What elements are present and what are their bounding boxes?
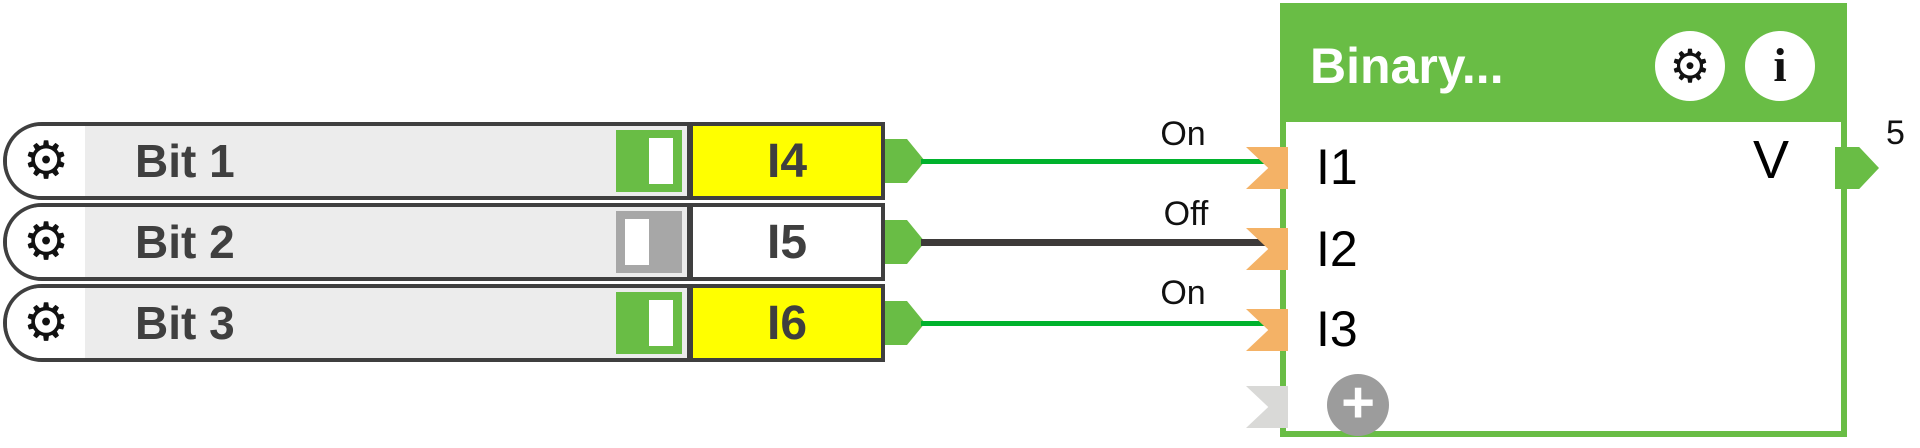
bit2-port-label: I5 — [766, 215, 808, 269]
bit1-port-cell: I4 — [687, 126, 881, 196]
toggle-handle — [625, 219, 649, 265]
bit2-label: Bit 2 — [135, 216, 235, 268]
block-input-i3: I3 — [1316, 301, 1358, 357]
add-input-button[interactable]: + — [1327, 374, 1389, 436]
output-value: 5 — [1886, 114, 1905, 152]
wire-bit3-to-i3[interactable] — [921, 321, 1267, 326]
bit1-settings-button[interactable]: ⚙ — [7, 126, 85, 196]
wire-state-label: On — [1160, 115, 1206, 153]
gear-icon: ⚙ — [22, 294, 70, 352]
block-output-pin[interactable] — [1835, 147, 1879, 189]
bit3-toggle[interactable] — [616, 292, 682, 354]
bit3-port-cell: I6 — [687, 288, 881, 358]
bit3-output-pin[interactable] — [885, 301, 925, 345]
plus-icon: + — [1341, 370, 1375, 435]
bit3-settings-button[interactable]: ⚙ — [7, 288, 85, 358]
function-block-header: Binary... ⚙ i — [1286, 9, 1841, 122]
gear-icon: ⚙ — [22, 132, 70, 190]
toggle-handle — [649, 138, 673, 184]
input-block-bit2[interactable]: ⚙ Bit 2 I5 — [3, 203, 885, 281]
bit1-label: Bit 1 — [135, 135, 235, 187]
wire-state-label: On — [1160, 274, 1206, 312]
binary-function-block[interactable]: Binary... ⚙ i I1 I2 I3 V + — [1246, 3, 1879, 437]
wire-bit2-to-i2[interactable] — [921, 239, 1267, 246]
block-input-i2: I2 — [1316, 221, 1358, 277]
block-input-pin-i2[interactable] — [1246, 228, 1288, 270]
block-spare-input-pin[interactable] — [1246, 386, 1288, 428]
block-output-label: V — [1752, 130, 1789, 190]
block-info-button[interactable]: i — [1745, 30, 1815, 101]
gear-icon: ⚙ — [1669, 39, 1711, 92]
bit3-label: Bit 3 — [135, 297, 235, 349]
info-icon: i — [1773, 38, 1787, 92]
gear-icon: ⚙ — [22, 213, 70, 271]
function-block-title: Binary... — [1310, 37, 1504, 94]
block-input-pin-i1[interactable] — [1246, 147, 1288, 189]
wire-bit1-to-i1[interactable] — [921, 159, 1267, 164]
block-settings-button[interactable]: ⚙ — [1655, 30, 1725, 101]
bit1-output-pin[interactable] — [885, 139, 925, 183]
input-block-bit3[interactable]: ⚙ Bit 3 I6 — [3, 284, 885, 362]
bit1-port-label: I4 — [766, 134, 808, 188]
bit2-output-pin[interactable] — [885, 220, 925, 264]
bit2-port-cell: I5 — [687, 207, 881, 277]
bit1-toggle[interactable] — [616, 130, 682, 192]
toggle-handle — [649, 300, 673, 346]
bit3-port-label: I6 — [766, 296, 808, 350]
wire-state-label: Off — [1163, 195, 1209, 233]
block-input-pin-i3[interactable] — [1246, 309, 1288, 351]
bit2-settings-button[interactable]: ⚙ — [7, 207, 85, 277]
bit2-toggle[interactable] — [616, 211, 682, 273]
input-block-bit1[interactable]: ⚙ Bit 1 I4 — [3, 122, 885, 200]
block-input-i1: I1 — [1316, 139, 1358, 195]
